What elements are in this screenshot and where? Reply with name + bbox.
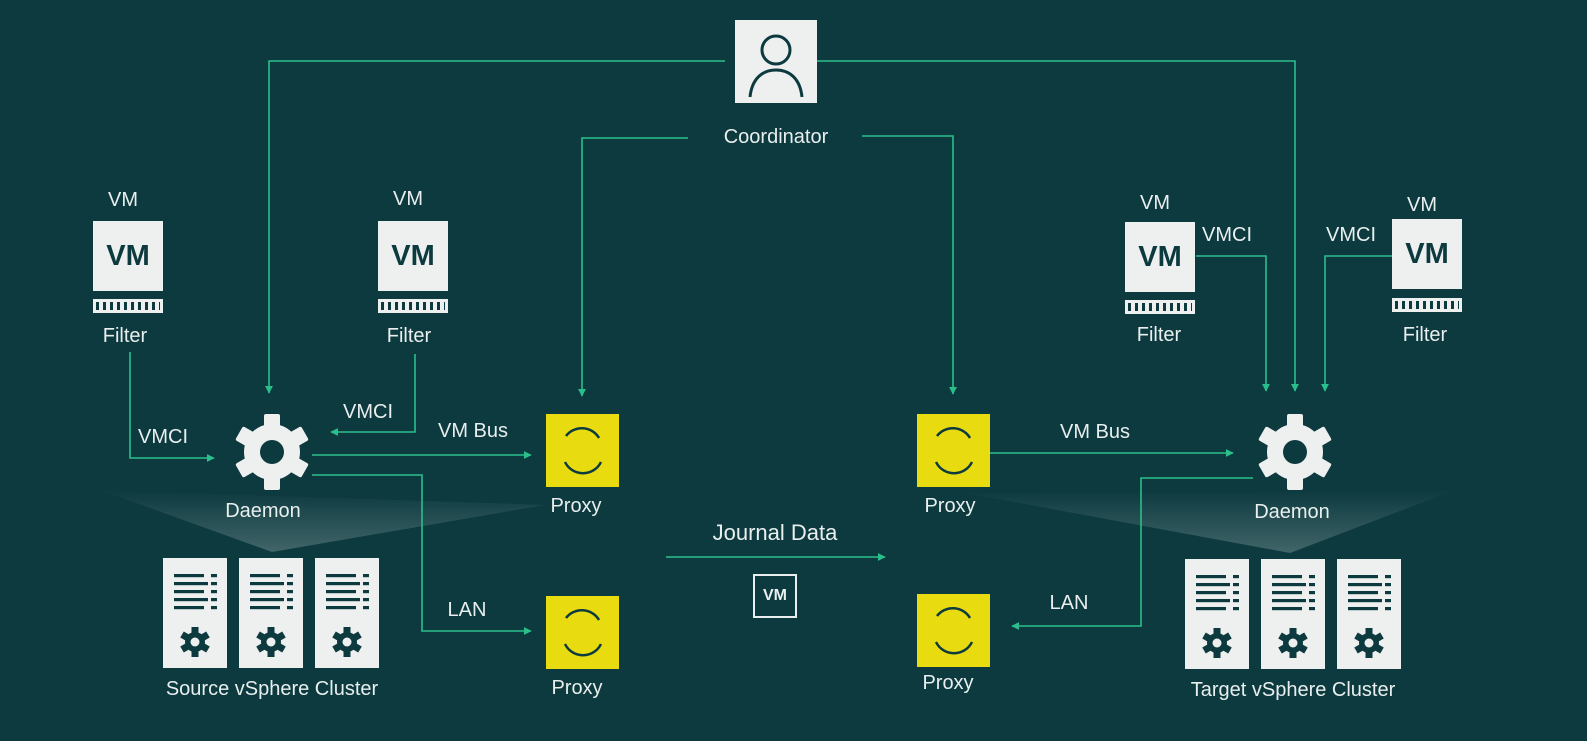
- server-icon: [315, 558, 379, 668]
- filter-icon: [378, 299, 448, 313]
- proxy-icon: [546, 596, 619, 669]
- vm-icon: VM: [1392, 219, 1462, 289]
- journal-data-label: Journal Data: [712, 520, 838, 545]
- server-icon: [239, 558, 303, 668]
- vm-icon: VM: [1125, 222, 1195, 292]
- vmci-label: VMCI: [138, 426, 188, 448]
- daemon-label: Daemon: [225, 500, 301, 522]
- coordinator-label: Coordinator: [723, 126, 829, 148]
- proxy-icon: [917, 414, 990, 487]
- coordinator-to-source-daemon-line: [265, 60, 725, 394]
- gear-icon: [1258, 414, 1332, 490]
- server-gear-icon: [256, 627, 286, 657]
- vm-icon: VM: [378, 221, 448, 291]
- vm-icon: VM: [93, 221, 163, 291]
- target-server-group: [1185, 559, 1401, 669]
- filter-icon: [1392, 298, 1462, 312]
- target-spotlight: [965, 490, 1455, 553]
- source-server-group: [163, 558, 379, 668]
- proxy-icon: [917, 594, 990, 667]
- vm-label: VM: [393, 188, 423, 210]
- gear-icon: [235, 414, 309, 490]
- proxy-label: Proxy: [924, 495, 976, 517]
- vmci-label: VMCI: [1326, 224, 1376, 246]
- proxy-icon: [546, 414, 619, 487]
- server-gear-icon: [180, 627, 210, 657]
- source-vmci-line-1: [129, 352, 215, 462]
- server-gear-icon: [1202, 628, 1232, 658]
- server-gear-icon: [1278, 628, 1308, 658]
- vm-bus-label: VM Bus: [1059, 421, 1131, 443]
- server-gear-icon: [332, 627, 362, 657]
- server-icon: [1261, 559, 1325, 669]
- filter-icon: [1125, 300, 1195, 314]
- proxy-label: Proxy: [922, 672, 974, 694]
- server-icon: [1337, 559, 1401, 669]
- coordinator-to-target-proxy-line: [862, 135, 957, 395]
- filter-label: Filter: [1136, 324, 1182, 346]
- vm-label: VM: [108, 189, 138, 211]
- vm-label: VM: [1407, 194, 1437, 216]
- coordinator-to-source-proxy-line: [578, 137, 688, 397]
- cluster-label: Source vSphere Cluster: [165, 678, 379, 700]
- journal-vm-icon: VM: [753, 574, 797, 618]
- filter-icon: [93, 299, 163, 313]
- filter-label: Filter: [1402, 324, 1448, 346]
- user-icon: [735, 20, 817, 103]
- vmci-label: VMCI: [1202, 224, 1252, 246]
- vmci-label: VMCI: [343, 401, 393, 423]
- server-icon: [163, 558, 227, 668]
- proxy-label: Proxy: [551, 677, 603, 699]
- proxy-label: Proxy: [550, 495, 602, 517]
- cluster-label: Target vSphere Cluster: [1190, 679, 1396, 701]
- coordinator-to-target-daemon-line: [807, 60, 1299, 392]
- server-icon: [1185, 559, 1249, 669]
- vm-label: VM: [1140, 192, 1170, 214]
- vm-bus-label: VM Bus: [437, 420, 509, 442]
- source-spotlight: [100, 490, 545, 552]
- source-vmci-line-2: [330, 354, 416, 436]
- target-vmci-line-2: [1321, 255, 1392, 392]
- lan-label: LAN: [1049, 592, 1089, 614]
- lan-label: LAN: [447, 599, 487, 621]
- daemon-label: Daemon: [1254, 501, 1330, 523]
- filter-label: Filter: [386, 325, 432, 347]
- target-lan-line: [1011, 477, 1253, 630]
- target-vmci-line-1: [1196, 255, 1270, 392]
- server-gear-icon: [1354, 628, 1384, 658]
- filter-label: Filter: [102, 325, 148, 347]
- source-lan-line: [312, 474, 532, 635]
